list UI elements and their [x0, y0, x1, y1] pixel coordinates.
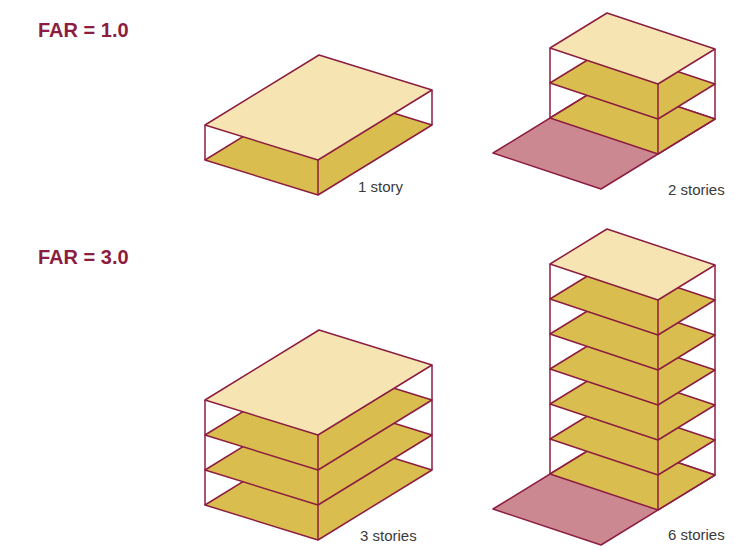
far-heading: FAR = 3.0	[38, 245, 129, 269]
roof-plate	[205, 330, 432, 435]
story-count-label: 6 stories	[668, 526, 725, 543]
building-edge	[714, 265, 716, 475]
building-edge	[317, 160, 319, 195]
building-edge	[431, 90, 433, 125]
building-edge	[431, 365, 433, 470]
building-edge	[714, 49, 716, 119]
building-edge	[657, 300, 659, 510]
building-edge	[204, 125, 206, 160]
two-story-building	[493, 13, 715, 189]
building-edge	[657, 84, 659, 154]
building-edge	[317, 435, 319, 540]
roof-plate	[205, 55, 432, 160]
six-story-building	[493, 229, 715, 545]
building-edge	[549, 264, 551, 474]
story-count-label: 1 story	[358, 178, 403, 195]
roof-plate	[550, 229, 715, 300]
building-edge	[549, 48, 551, 118]
one-story-building	[205, 55, 432, 195]
story-count-label: 2 stories	[668, 181, 725, 198]
roof-plate	[550, 13, 715, 84]
far-heading: FAR = 1.0	[38, 18, 129, 42]
story-count-label: 3 stories	[360, 527, 417, 544]
three-story-building	[205, 330, 432, 540]
building-edge	[204, 400, 206, 505]
